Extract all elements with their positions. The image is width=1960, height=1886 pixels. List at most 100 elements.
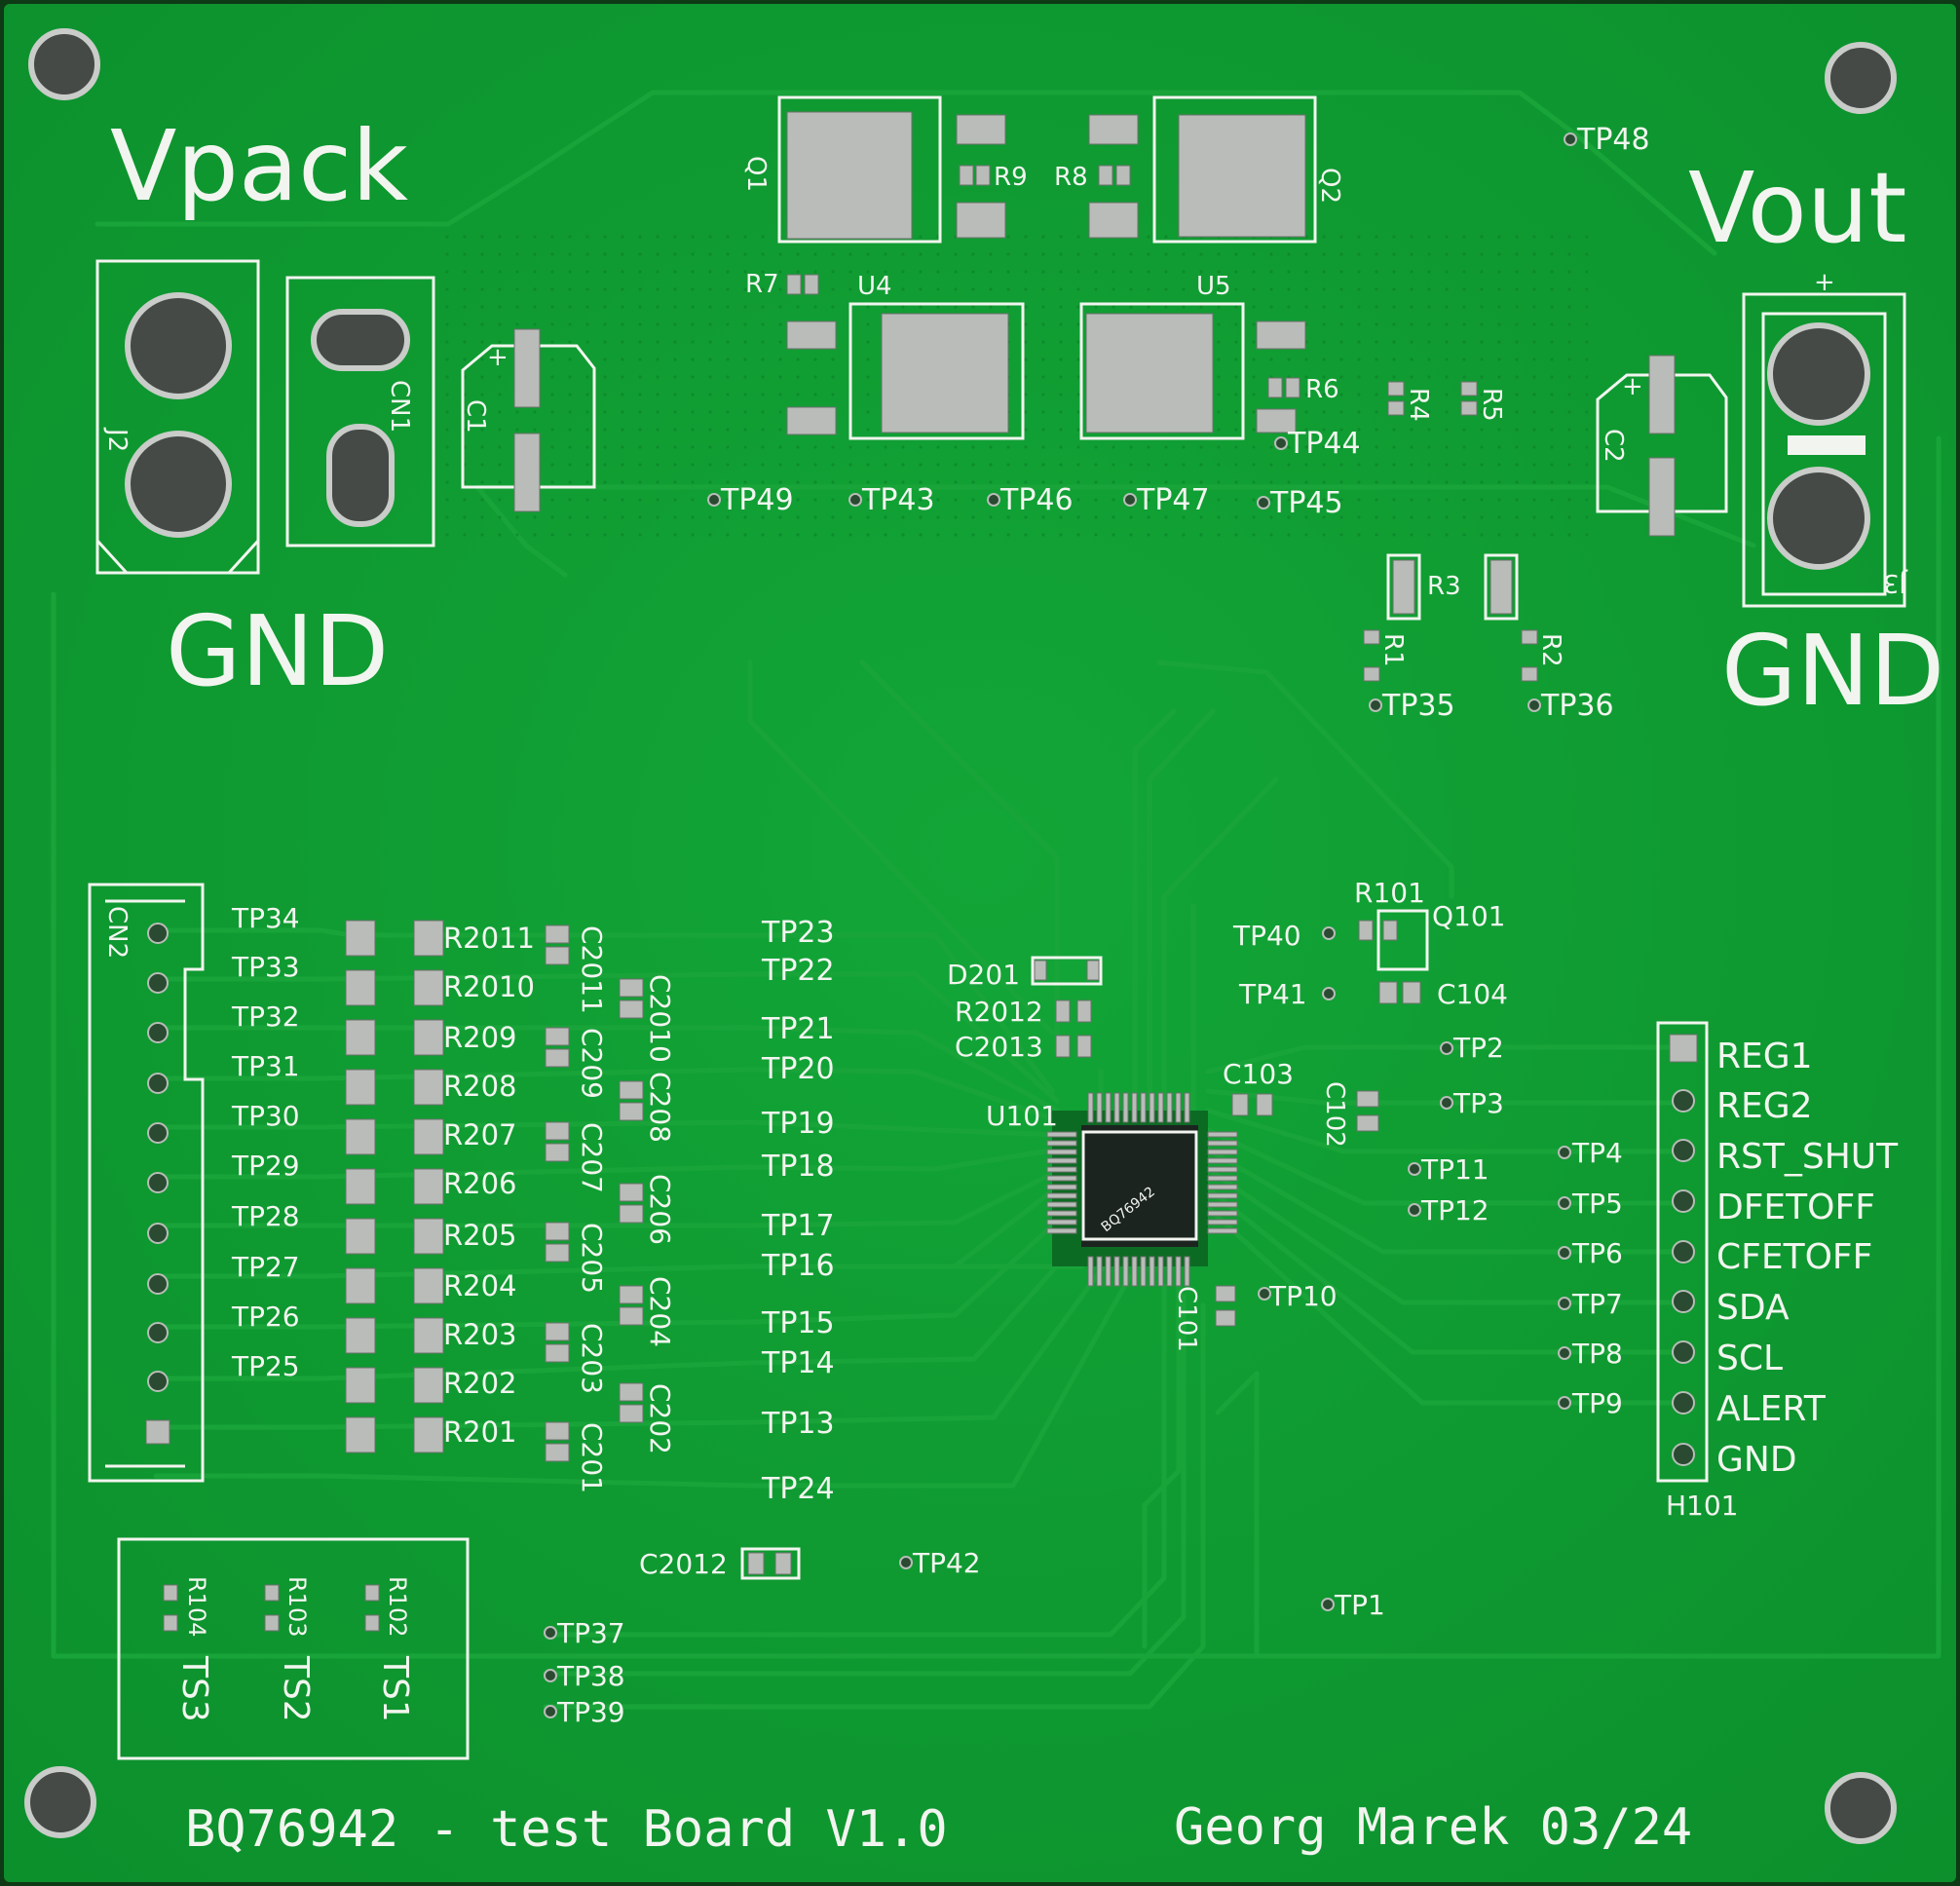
capacitor-pad: [545, 1243, 570, 1263]
ic-pin: [1140, 1092, 1147, 1123]
ic-pin: [1087, 1092, 1094, 1123]
resistor-pad: [413, 1019, 444, 1056]
svg-text:R103: R103: [283, 1576, 311, 1637]
ic-pin: [1087, 1256, 1094, 1287]
capacitor-pad: [619, 1102, 644, 1121]
svg-text:R204: R204: [443, 1269, 517, 1302]
svg-text:TP18: TP18: [761, 1150, 835, 1184]
ic-pin: [1046, 1157, 1077, 1164]
svg-text:ALERT: ALERT: [1716, 1389, 1827, 1429]
ic-pin: [1046, 1140, 1077, 1147]
ic-pin: [1046, 1219, 1077, 1226]
resistor-pad: [345, 1168, 376, 1205]
svg-text:TP36: TP36: [1540, 689, 1614, 723]
svg-text:TP4: TP4: [1571, 1137, 1623, 1169]
svg-text:+: +: [1814, 268, 1835, 297]
capacitor-c2: + C2: [1596, 355, 1728, 537]
svg-text:J3: J3: [1883, 568, 1908, 597]
resistor-pad: [345, 1367, 376, 1404]
resistor-pad: [413, 1069, 444, 1106]
svg-text:TP38: TP38: [556, 1660, 625, 1692]
capacitor-pad: [545, 1121, 570, 1141]
capacitor-pad: [545, 946, 570, 965]
svg-text:C207: C207: [576, 1122, 608, 1193]
svg-text:TP49: TP49: [720, 483, 794, 517]
ic-pin: [1157, 1092, 1164, 1123]
svg-text:TP15: TP15: [761, 1306, 835, 1340]
resistor-r9: R9: [959, 163, 1028, 192]
capacitor-pad: [619, 1285, 644, 1304]
resistor-pad: [413, 920, 444, 957]
svg-text:TP25: TP25: [231, 1350, 300, 1382]
ic-u101: BQ76942: [1046, 1092, 1238, 1287]
svg-text:TP45: TP45: [1269, 486, 1343, 520]
ic-pin: [1096, 1092, 1103, 1123]
svg-text:TP10: TP10: [1268, 1280, 1338, 1312]
resistor-pad: [345, 1019, 376, 1056]
svg-text:TP29: TP29: [231, 1150, 300, 1182]
svg-text:C2: C2: [1599, 429, 1628, 463]
resistor-pad: [413, 969, 444, 1006]
ic-pin: [1113, 1092, 1120, 1123]
resistor-pad: [413, 1416, 444, 1453]
resistor-pad: [345, 1218, 376, 1255]
svg-text:TP33: TP33: [231, 951, 300, 983]
resistor-pad: [345, 1118, 376, 1155]
svg-text:TP39: TP39: [556, 1696, 625, 1728]
svg-text:R207: R207: [443, 1118, 517, 1151]
svg-text:TP42: TP42: [912, 1547, 981, 1579]
gnd-left-label: GND: [166, 594, 389, 708]
gnd-right-label: GND: [1721, 614, 1944, 728]
capacitor-pad: [619, 1306, 644, 1326]
ic-pin: [1207, 1140, 1238, 1147]
ic-pin: [1140, 1256, 1147, 1287]
resistor-pad: [413, 1218, 444, 1255]
capacitor-pad: [545, 1027, 570, 1046]
ic-pin: [1207, 1184, 1238, 1190]
capacitor-pad: [545, 1343, 570, 1363]
ic-pin: [1157, 1256, 1164, 1287]
resistor-pad: [413, 1317, 444, 1354]
resistor-pad: [345, 1069, 376, 1106]
svg-text:TP2: TP2: [1452, 1032, 1504, 1064]
svg-text:R2: R2: [1536, 633, 1565, 667]
svg-text:Q2: Q2: [1315, 168, 1344, 204]
ic-pin: [1207, 1149, 1238, 1155]
svg-text:R206: R206: [443, 1167, 517, 1200]
svg-text:U5: U5: [1196, 272, 1231, 301]
resistor-r2: R2: [1521, 629, 1565, 682]
svg-text:R3: R3: [1427, 572, 1461, 601]
svg-text:R2012: R2012: [955, 996, 1043, 1028]
svg-text:TP37: TP37: [556, 1617, 625, 1649]
cell-capacitors-a: C2011 C209 C207 C205 C203 C201: [545, 924, 608, 1493]
svg-text:TP11: TP11: [1420, 1153, 1489, 1186]
ic-pin: [1207, 1157, 1238, 1164]
svg-text:CFETOFF: CFETOFF: [1716, 1237, 1872, 1277]
mosfet-q1: Q1: [741, 95, 1006, 244]
svg-text:TP47: TP47: [1136, 483, 1210, 517]
svg-text:TP21: TP21: [761, 1012, 835, 1046]
svg-text:C206: C206: [644, 1174, 676, 1245]
capacitor-pad: [619, 1204, 644, 1224]
svg-text:RST_SHUT: RST_SHUT: [1716, 1137, 1899, 1177]
ic-pin: [1122, 1092, 1129, 1123]
connector-cn2: CN2: [88, 883, 205, 1483]
ic-pin: [1207, 1227, 1238, 1234]
svg-text:R201: R201: [443, 1415, 517, 1449]
svg-text:R2010: R2010: [443, 970, 535, 1003]
resistor-r8: R8: [1054, 163, 1131, 192]
svg-text:C2013: C2013: [955, 1031, 1043, 1063]
capacitor-pad: [545, 1143, 570, 1162]
svg-text:TP8: TP8: [1571, 1338, 1623, 1370]
svg-text:SDA: SDA: [1716, 1288, 1790, 1328]
regulator-u5: U5: [1079, 272, 1306, 440]
svg-text:C201: C201: [576, 1422, 608, 1493]
svg-text:REG2: REG2: [1716, 1086, 1813, 1126]
svg-text:TP24: TP24: [761, 1472, 835, 1506]
resistor-pad: [345, 1267, 376, 1304]
ic-pin: [1175, 1256, 1182, 1287]
svg-text:H101: H101: [1666, 1490, 1739, 1522]
ic-pin: [1046, 1210, 1077, 1217]
capacitor-pad: [619, 978, 644, 998]
